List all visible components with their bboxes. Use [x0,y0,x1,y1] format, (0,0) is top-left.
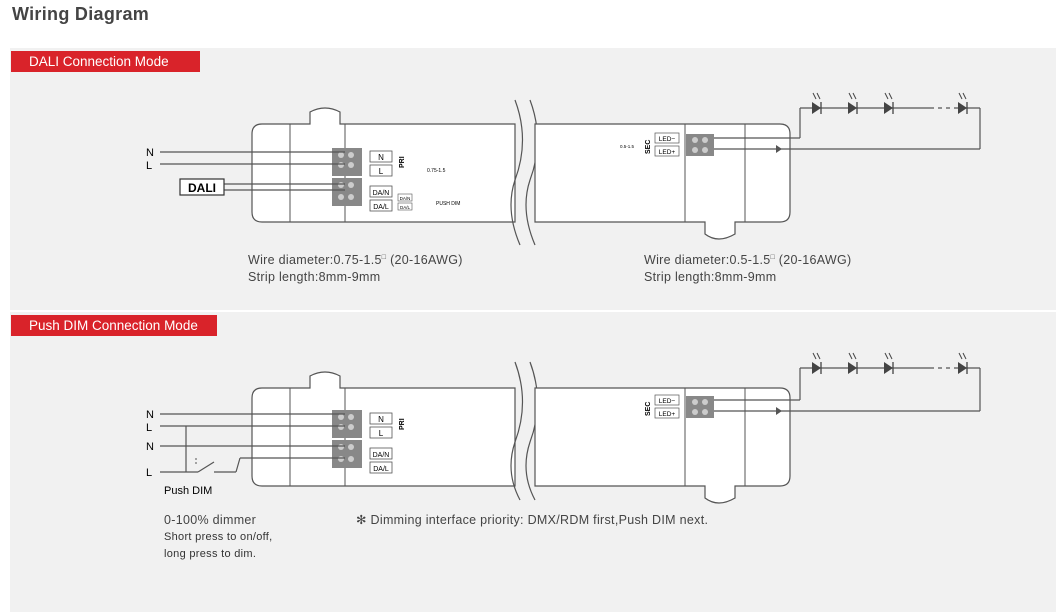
dali-push-dim-tag: PUSH DIM [436,201,460,207]
pd-term-l: L [379,429,384,438]
dali-pri-label: PRI [399,156,406,168]
pd-led-minus: LED− [659,398,676,405]
dali-secondary-strip-length: Strip length:8mm-9mm [644,270,777,285]
dimmer-short-press: Short press to on/off, [164,531,273,543]
dali-sec-spec: 0.5-1.5 [620,144,635,149]
dali-mode-tag: DALI Connection Mode [11,51,200,72]
dali-term-dal: DA/L [373,204,389,211]
push-dim-panel [10,312,1056,612]
dali-da-small-n: DA/N [400,196,411,201]
pd-term-n: N [378,415,384,424]
dimmer-long-press: long press to dim. [164,548,257,560]
dali-primary-wire-diameter: Wire diameter:0.75-1.5 [248,253,382,268]
dali-input-n: N [146,147,154,159]
dimmer-note: 0-100% dimmer Short press to on/off, lon… [164,512,273,563]
page-title: Wiring Diagram [12,4,150,24]
pd-term-dal: DA/L [373,466,389,473]
dali-secondary-awg: (20-16AWG) [778,253,852,268]
dali-term-l: L [379,167,384,176]
pd-term-dan: DA/N [373,452,390,459]
led-icon [883,92,894,115]
dali-secondary-wire-note: Wire diameter:0.5-1.5□ (20-16AWG) Strip … [644,249,852,286]
led-icon [883,352,894,375]
dali-led-minus: LED− [659,136,676,143]
dali-wire-spec-small: 0.75-1.5 [427,168,446,174]
dimmer-range: 0-100% dimmer [164,513,257,527]
priority-note: ✻ Dimming interface priority: DMX/RDM fi… [356,513,709,527]
dali-primary-wire-note: Wire diameter:0.75-1.5□ (20-16AWG) Strip… [248,249,463,286]
dali-primary-strip-length: Strip length:8mm-9mm [248,270,381,285]
pd-input-l1: L [146,422,152,434]
push-dim-switch-label: Push DIM [164,485,212,497]
pd-led-plus: LED+ [659,411,676,418]
led-icon [811,352,822,375]
pd-pri-label: PRI [399,418,406,430]
led-icon [957,352,968,375]
dali-primary-awg: (20-16AWG) [390,253,463,268]
pd-sec-label: SEC [645,402,652,416]
dali-secondary-square-mark: □ [770,254,776,261]
pd-input-l2: L [146,467,152,479]
push-dim-mode-tag: Push DIM Connection Mode [11,315,217,336]
dali-led-plus: LED+ [659,149,676,156]
push-dim-terminal-block [332,410,362,468]
dali-term-n: N [378,153,384,162]
led-icon [847,92,858,115]
pd-input-n2: N [146,441,154,453]
led-icon [847,352,858,375]
dali-term-dan: DA/N [373,190,390,197]
dali-bus-label: DALI [188,181,216,195]
dali-primary-square-mark: □ [381,254,387,261]
led-icon [957,92,968,115]
pd-input-n1: N [146,409,154,421]
dali-input-l: L [146,160,152,172]
led-icon [811,92,822,115]
dali-sec-label: SEC [645,140,652,154]
dali-secondary-wire-diameter: Wire diameter:0.5-1.5 [644,253,771,268]
dali-da-small-l: DA/L [400,205,411,210]
